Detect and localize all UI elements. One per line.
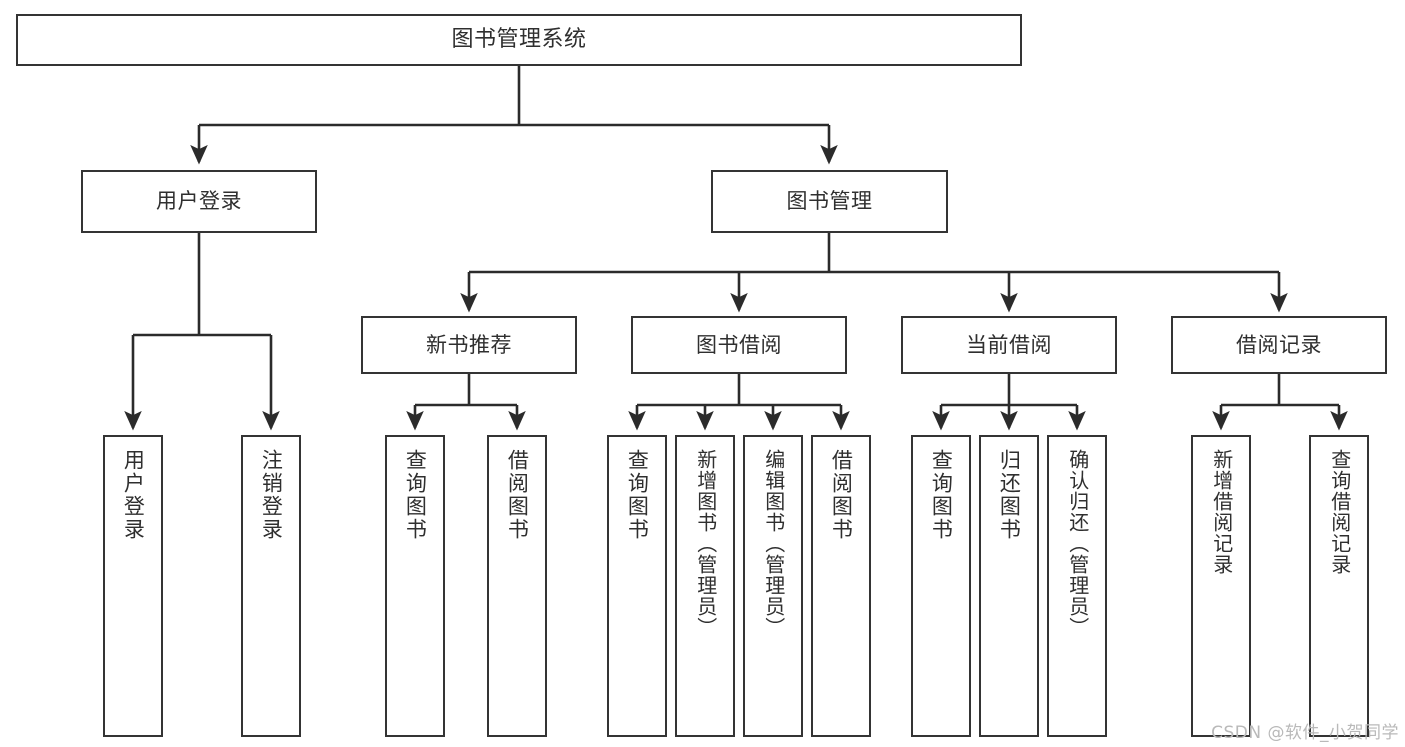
node-borrow-record-label: 借阅记录 [1236, 332, 1322, 357]
watermark: CSDN @软件_小贺同学 [1211, 723, 1399, 743]
node-leaf-query-book-1-label: 查询图书 [403, 449, 428, 541]
node-book-manage-label: 图书管理 [786, 189, 873, 214]
node-current-borrow-label: 当前借阅 [966, 332, 1052, 357]
node-leaf-logout[interactable]: 注销登录 [241, 435, 301, 737]
node-new-book-recommend-label: 新书推荐 [426, 332, 512, 357]
node-leaf-confirm-return-label: 确认归还（管理员） [1065, 449, 1090, 638]
node-leaf-query-record-label: 查询借阅记录 [1327, 449, 1352, 575]
node-new-book-recommend[interactable]: 新书推荐 [361, 316, 577, 374]
node-user-login[interactable]: 用户登录 [81, 170, 317, 233]
node-current-borrow[interactable]: 当前借阅 [901, 316, 1117, 374]
node-leaf-logout-label: 注销登录 [259, 449, 284, 541]
node-leaf-add-record-label: 新增借阅记录 [1209, 449, 1234, 575]
node-leaf-query-book-2-label: 查询图书 [625, 449, 650, 541]
node-user-login-label: 用户登录 [156, 189, 242, 214]
node-book-borrow-label: 图书借阅 [696, 332, 782, 357]
node-leaf-return-book-label: 归还图书 [997, 449, 1022, 541]
node-leaf-borrow-book-1[interactable]: 借阅图书 [487, 435, 547, 737]
node-leaf-add-book-label: 新增图书（管理员） [693, 449, 718, 638]
node-leaf-edit-book-label: 编辑图书（管理员） [761, 449, 786, 638]
node-leaf-query-book-1[interactable]: 查询图书 [385, 435, 445, 737]
node-leaf-query-book-3[interactable]: 查询图书 [911, 435, 971, 737]
node-book-manage[interactable]: 图书管理 [711, 170, 948, 233]
node-borrow-record[interactable]: 借阅记录 [1171, 316, 1387, 374]
node-leaf-query-book-3-label: 查询图书 [929, 449, 954, 541]
node-leaf-borrow-book-2[interactable]: 借阅图书 [811, 435, 871, 737]
node-leaf-user-login[interactable]: 用户登录 [103, 435, 163, 737]
node-leaf-add-record[interactable]: 新增借阅记录 [1191, 435, 1251, 737]
node-leaf-return-book[interactable]: 归还图书 [979, 435, 1039, 737]
node-leaf-edit-book[interactable]: 编辑图书（管理员） [743, 435, 803, 737]
node-book-borrow[interactable]: 图书借阅 [631, 316, 847, 374]
node-leaf-borrow-book-2-label: 借阅图书 [829, 449, 854, 541]
node-leaf-confirm-return[interactable]: 确认归还（管理员） [1047, 435, 1107, 737]
node-leaf-borrow-book-1-label: 借阅图书 [505, 449, 530, 541]
node-leaf-query-record[interactable]: 查询借阅记录 [1309, 435, 1369, 737]
node-leaf-add-book[interactable]: 新增图书（管理员） [675, 435, 735, 737]
node-root[interactable]: 图书管理系统 [16, 14, 1022, 66]
node-leaf-user-login-label: 用户登录 [121, 449, 146, 541]
node-leaf-query-book-2[interactable]: 查询图书 [607, 435, 667, 737]
node-root-label: 图书管理系统 [451, 27, 587, 53]
